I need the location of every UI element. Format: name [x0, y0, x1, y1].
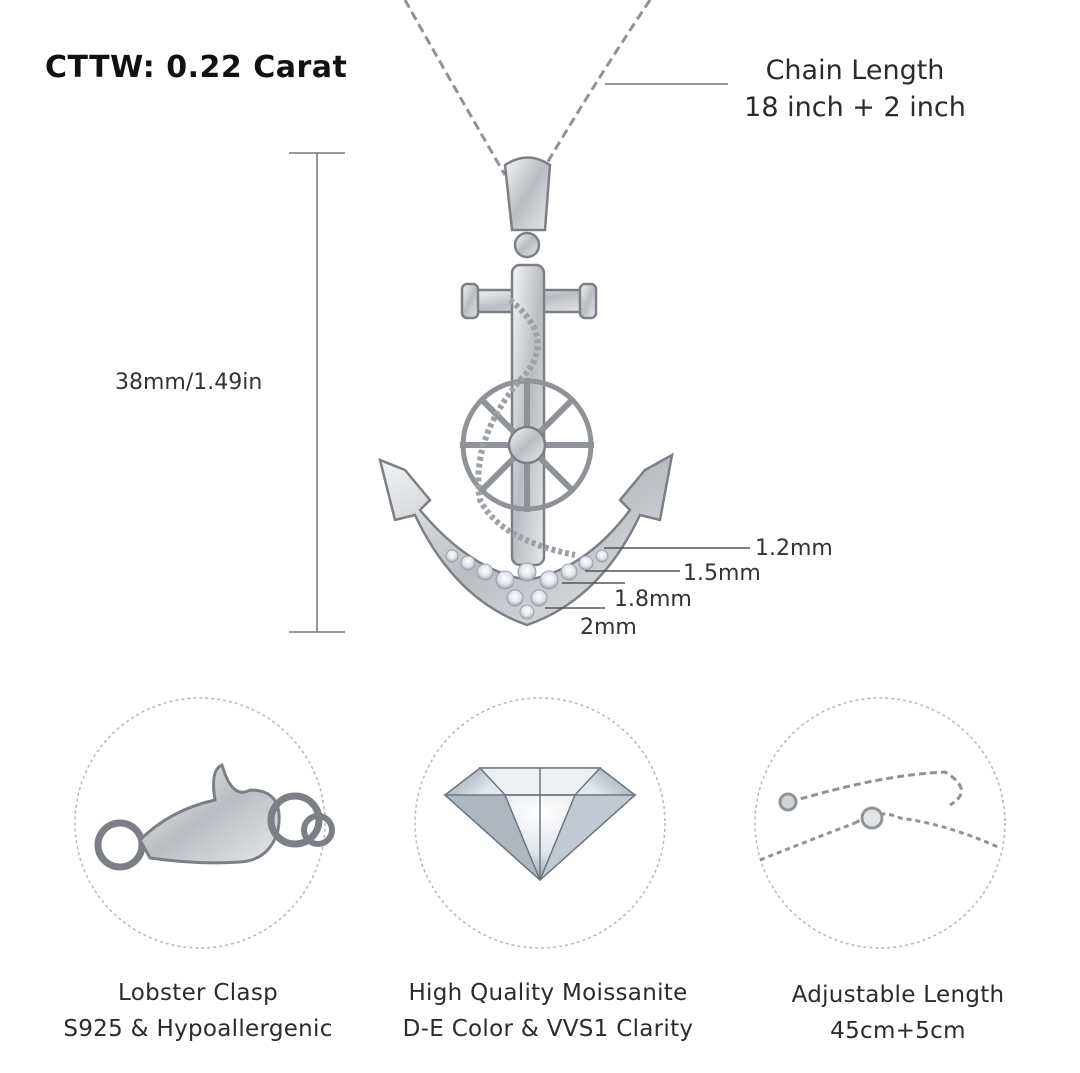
pendant-height-label: 38mm/1.49in — [115, 370, 263, 395]
feature-caption-length: Adjustable Length 45cm+5cm — [728, 977, 1068, 1049]
chain-length-value: 18 inch + 2 inch — [744, 92, 966, 123]
chain-length-title: Chain Length — [765, 55, 945, 86]
feature-caption-moissanite: High Quality Moissanite D-E Color & VVS1… — [378, 975, 718, 1047]
diamond-icon — [443, 767, 637, 882]
feature-title: Adjustable Length — [791, 982, 1005, 1008]
feature-caption-clasp: Lobster Clasp S925 & Hypoallergenic — [28, 975, 368, 1047]
stone-size-label: 1.5mm — [683, 561, 761, 586]
stone-size-label: 1.2mm — [755, 536, 833, 561]
stone-size-label: 2mm — [580, 615, 637, 640]
feature-detail: 45cm+5cm — [830, 1018, 966, 1044]
anchor-pendant — [378, 156, 674, 627]
stone-size-label: 1.8mm — [614, 587, 692, 612]
carat-weight: CTTW: 0.22 Carat — [45, 50, 348, 85]
feature-title: High Quality Moissanite — [408, 980, 688, 1006]
feature-detail: S925 & Hypoallergenic — [63, 1016, 333, 1042]
feature-circles — [74, 697, 1006, 949]
stone-size-pointers — [545, 547, 750, 609]
stone-row — [445, 549, 609, 620]
feature-detail: D-E Color & VVS1 Clarity — [402, 1016, 694, 1042]
lobster-clasp-icon — [94, 762, 335, 871]
feature-title: Lobster Clasp — [117, 980, 279, 1006]
height-dimension — [289, 152, 345, 633]
extender-chain-icon — [759, 770, 1001, 862]
necklace-chain — [403, 0, 652, 176]
